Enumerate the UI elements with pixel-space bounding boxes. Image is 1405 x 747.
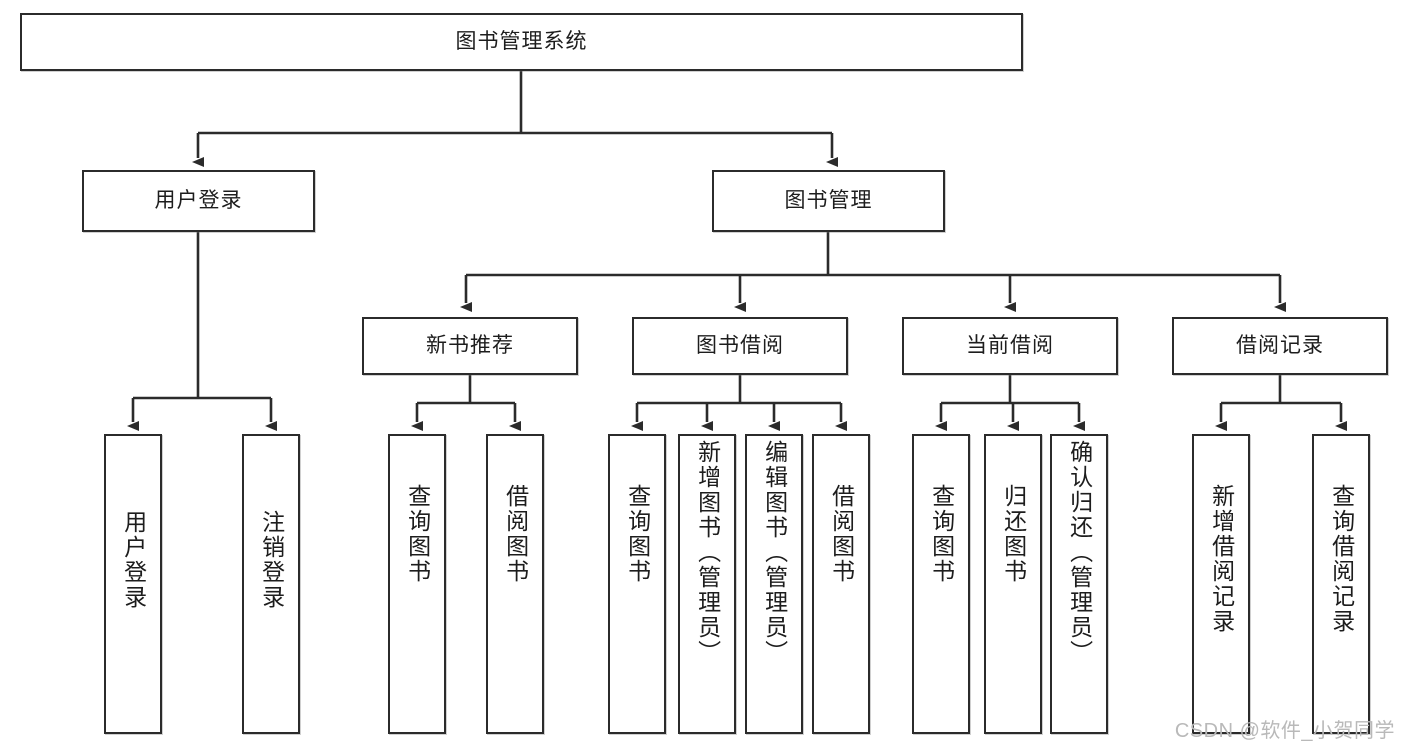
- leaf-query-book-1[interactable]: 查询图书: [388, 434, 446, 734]
- leaf-confirm-return-label: 确认归还（管理员）: [1066, 440, 1093, 665]
- leaf-return-book[interactable]: 归还图书: [984, 434, 1042, 734]
- node-borrow-record[interactable]: 借阅记录: [1172, 317, 1388, 375]
- leaf-borrow-book-2-label: 借阅图书: [828, 484, 855, 584]
- node-current-borrow[interactable]: 当前借阅: [902, 317, 1118, 375]
- node-user-login-label: 用户登录: [154, 188, 243, 212]
- node-current-borrow-label: 当前借阅: [966, 333, 1054, 357]
- leaf-user-login[interactable]: 用户登录: [104, 434, 162, 734]
- node-root-label: 图书管理系统: [455, 29, 588, 53]
- leaf-query-book-2[interactable]: 查询图书: [608, 434, 666, 734]
- leaf-add-book-label: 新增图书（管理员）: [694, 440, 721, 665]
- node-root[interactable]: 图书管理系统: [20, 13, 1023, 71]
- node-new-book-recommend[interactable]: 新书推荐: [362, 317, 578, 375]
- leaf-user-logout-label: 注销登录: [258, 510, 285, 610]
- node-book-management[interactable]: 图书管理: [712, 170, 945, 232]
- leaf-confirm-return[interactable]: 确认归还（管理员）: [1050, 434, 1108, 734]
- leaf-query-book-1-label: 查询图书: [404, 484, 431, 584]
- leaf-borrow-book-2[interactable]: 借阅图书: [812, 434, 870, 734]
- node-book-borrow[interactable]: 图书借阅: [632, 317, 848, 375]
- node-book-borrow-label: 图书借阅: [696, 333, 784, 357]
- leaf-user-logout[interactable]: 注销登录: [242, 434, 300, 734]
- node-user-login[interactable]: 用户登录: [82, 170, 315, 232]
- leaf-query-book-3[interactable]: 查询图书: [912, 434, 970, 734]
- leaf-query-borrow-record-label: 查询借阅记录: [1328, 484, 1355, 634]
- node-new-book-recommend-label: 新书推荐: [426, 333, 514, 357]
- leaf-add-borrow-record-label: 新增借阅记录: [1208, 484, 1235, 634]
- leaf-edit-book-label: 编辑图书（管理员）: [761, 440, 788, 665]
- leaf-edit-book[interactable]: 编辑图书（管理员）: [745, 434, 803, 734]
- leaf-borrow-book-1[interactable]: 借阅图书: [486, 434, 544, 734]
- node-borrow-record-label: 借阅记录: [1236, 333, 1324, 357]
- leaf-user-login-label: 用户登录: [120, 510, 147, 610]
- node-book-management-label: 图书管理: [784, 188, 873, 212]
- leaf-query-book-3-label: 查询图书: [928, 484, 955, 584]
- leaf-add-book[interactable]: 新增图书（管理员）: [678, 434, 736, 734]
- leaf-query-book-2-label: 查询图书: [624, 484, 651, 584]
- leaf-return-book-label: 归还图书: [1000, 484, 1027, 584]
- leaf-borrow-book-1-label: 借阅图书: [502, 484, 529, 584]
- leaf-add-borrow-record[interactable]: 新增借阅记录: [1192, 434, 1250, 734]
- leaf-query-borrow-record[interactable]: 查询借阅记录: [1312, 434, 1370, 734]
